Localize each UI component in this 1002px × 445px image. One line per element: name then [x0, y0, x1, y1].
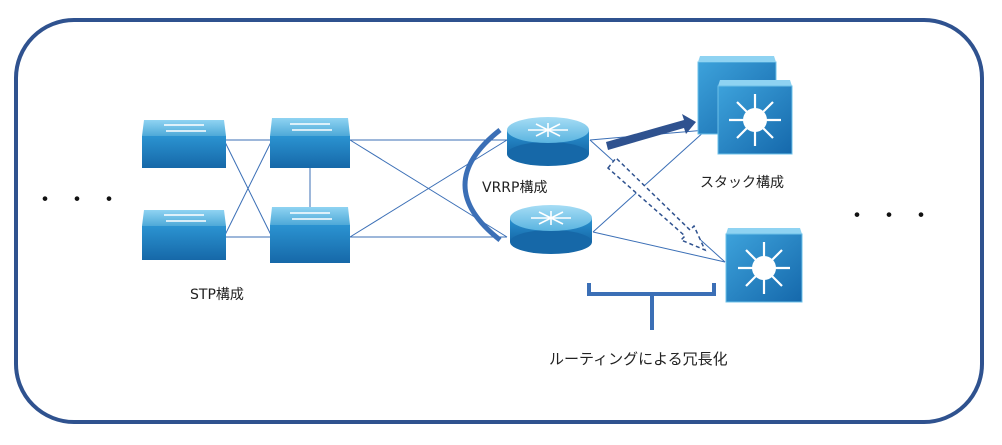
dashed-arrow: [606, 156, 707, 252]
switch-icon: [270, 118, 350, 168]
routing-bracket: [587, 283, 716, 330]
switch-icon: [270, 207, 350, 263]
ellipsis-right: ・・・: [846, 204, 943, 229]
stack-arrow: [606, 114, 696, 150]
stp-label: STP構成: [190, 287, 244, 303]
diagram-frame: [14, 18, 984, 424]
switch-icon: [142, 120, 226, 168]
switch-icon: [142, 210, 226, 260]
router-icon: [507, 117, 589, 166]
stack-switch-front-icon: [717, 80, 793, 155]
vrrp-arc: [462, 128, 502, 242]
router-icon: [510, 205, 592, 254]
l3-switch-icon: [725, 228, 803, 303]
routing-label: ルーティングによる冗長化: [549, 350, 728, 368]
ellipsis-left: ・・・: [34, 188, 131, 213]
stack-label: スタック構成: [700, 175, 784, 191]
vrrp-label: VRRP構成: [482, 180, 548, 196]
